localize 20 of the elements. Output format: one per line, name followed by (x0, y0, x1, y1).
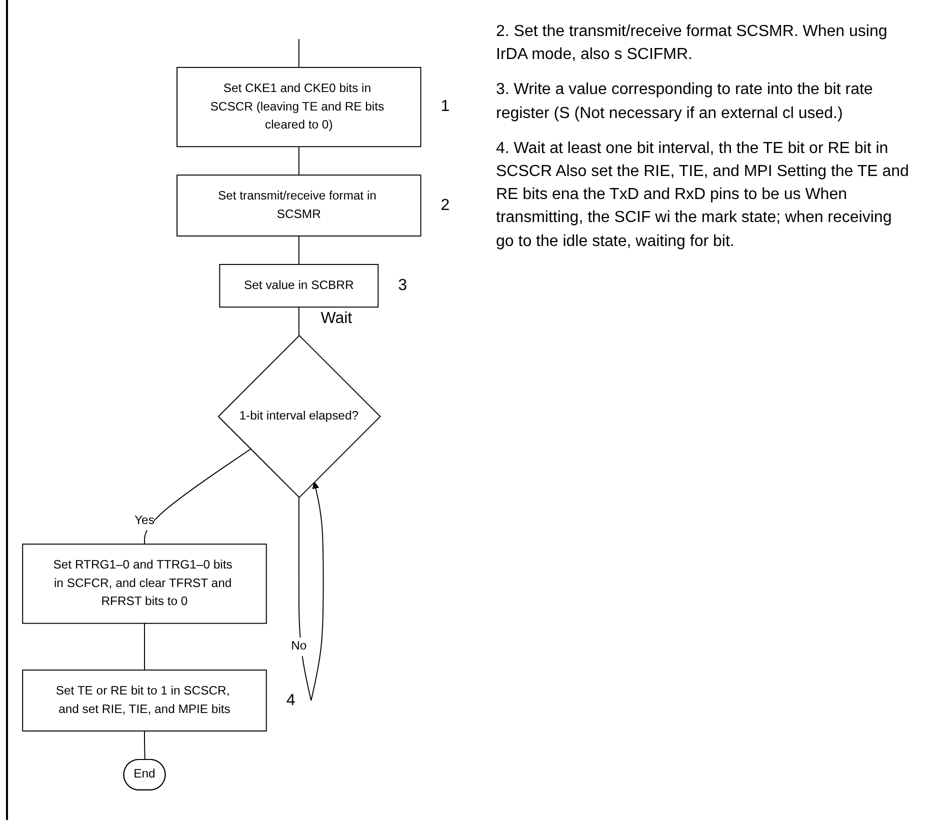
decision-diamond: 1-bit interval elapsed? (218, 334, 381, 498)
process-box: Set RTRG1–0 and TTRG1–0 bits in SCFCR, and clear TFRST and RFRST bits to 0 (22, 544, 267, 624)
connector (298, 236, 300, 265)
process-box: Set CKE1 and CKE0 bits in SCSCR (leaving TE and RE bits cleared to 0) (176, 66, 422, 148)
connector (144, 622, 145, 671)
connector (144, 730, 146, 760)
process-box: Set TE or RE bit to 1 in SCSCR, and set RIE, TIE, and MPIE bits (22, 670, 267, 732)
note-text: 3. Write a value corresponding to rate into the bit rate register (S (Not necessary if an external cl used.) (496, 80, 874, 124)
note-text: 4. Wait at least one bit interval, th the TE bit or RE bit in SCSCR Also set the RIE, TIE, and MPI Setting the TE and RE bits ena the TxD and RxD pins to be us When transmitting, the SCIF wi the mark state; when receiving go to the idle state, waiting for bit. (496, 138, 910, 252)
connector (144, 448, 252, 545)
connector (298, 306, 300, 336)
arrow (298, 482, 324, 701)
terminal-box: End (123, 758, 166, 790)
connector (298, 38, 300, 68)
note-text: 2. Set the transmit/receive format SCSMR. When using IrDA mode, also s SCIFMR. (496, 22, 888, 66)
edge-label: No (291, 639, 307, 653)
process-box: Set transmit/receive format in SCSMR (176, 174, 422, 236)
connector (298, 146, 300, 176)
edge-label: Yes (134, 513, 154, 528)
process-box: Set value in SCBRR (219, 264, 379, 308)
